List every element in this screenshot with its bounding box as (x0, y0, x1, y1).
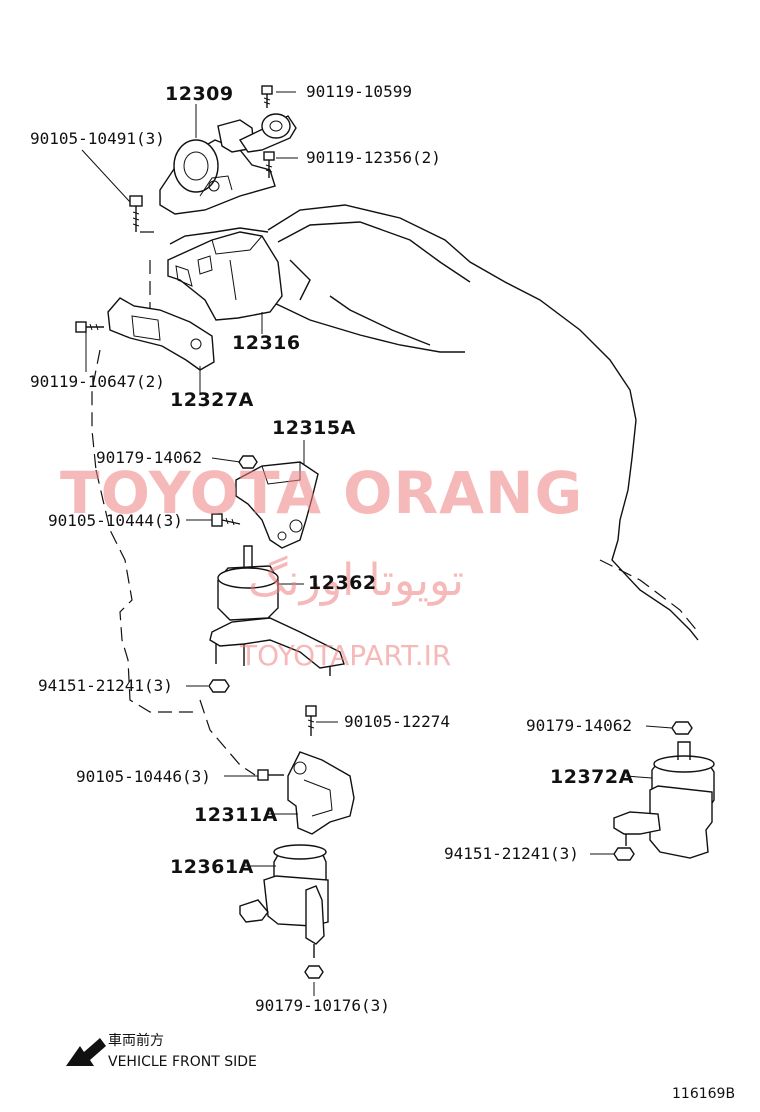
label-90179-14062-b: 90179-14062 (526, 716, 632, 735)
label-12361A: 12361A (170, 856, 254, 878)
bolt-90105-10446 (257, 769, 284, 781)
label-12316: 12316 (232, 332, 301, 354)
nut-90179-10176 (304, 965, 324, 979)
engine-outline (169, 204, 699, 641)
bolt-90105-12274 (305, 705, 317, 736)
mount-12309 (159, 113, 297, 215)
bracket-12316 (167, 231, 283, 321)
label-12362: 12362 (308, 572, 377, 594)
watermark-title: TOYOTA ORANG (60, 459, 584, 527)
label-12372A: 12372A (550, 766, 634, 788)
mount-12362 (209, 545, 345, 676)
bolt-90119-12356 (263, 151, 275, 178)
label-90105-10444: 90105-10444(3) (48, 511, 183, 530)
nut-94151-21241-a (208, 679, 230, 693)
nut-94151-21241-b (613, 847, 635, 861)
label-90119-12356: 90119-12356(2) (306, 148, 441, 167)
label-90119-10647: 90119-10647(2) (30, 372, 165, 391)
label-12315A: 12315A (272, 417, 356, 439)
front-side-label: VEHICLE FRONT SIDE (108, 1054, 257, 1070)
label-94151-21241-b: 94151-21241(3) (444, 844, 579, 863)
label-90105-12274: 90105-12274 (344, 712, 450, 731)
label-90105-10446: 90105-10446(3) (76, 767, 211, 786)
front-arrow-icon (66, 1038, 106, 1066)
label-90179-14062-a: 90179-14062 (96, 448, 202, 467)
label-12309: 12309 (165, 83, 234, 105)
bolt-90105-10491 (129, 195, 143, 232)
mount-12361A (239, 844, 329, 958)
bolt-90119-10647 (75, 321, 104, 333)
bracket-12311A (287, 751, 355, 835)
label-12311A: 12311A (194, 804, 278, 826)
bracket-12327A (107, 297, 215, 371)
dashed-boundary (91, 231, 256, 776)
label-12327A: 12327A (170, 389, 254, 411)
label-94151-21241-a: 94151-21241(3) (38, 676, 173, 695)
figure-id: 116169B (672, 1086, 736, 1102)
bracket-12315A (235, 461, 319, 549)
mount-12372A (613, 741, 715, 859)
front-side-japanese: 車両前方 (108, 1033, 164, 1049)
label-90119-10599: 90119-10599 (306, 82, 412, 101)
watermark-url: TOYOTAPART.IR (240, 639, 452, 672)
leader-lines (81, 91, 673, 996)
label-90105-10491: 90105-10491(3) (30, 129, 165, 148)
bolt-90119-10599 (261, 85, 273, 108)
label-90179-10176: 90179-10176(3) (255, 996, 390, 1015)
nut-90179-14062-b (671, 721, 693, 735)
watermark-persian: تویوتا اورنگ (248, 555, 464, 606)
